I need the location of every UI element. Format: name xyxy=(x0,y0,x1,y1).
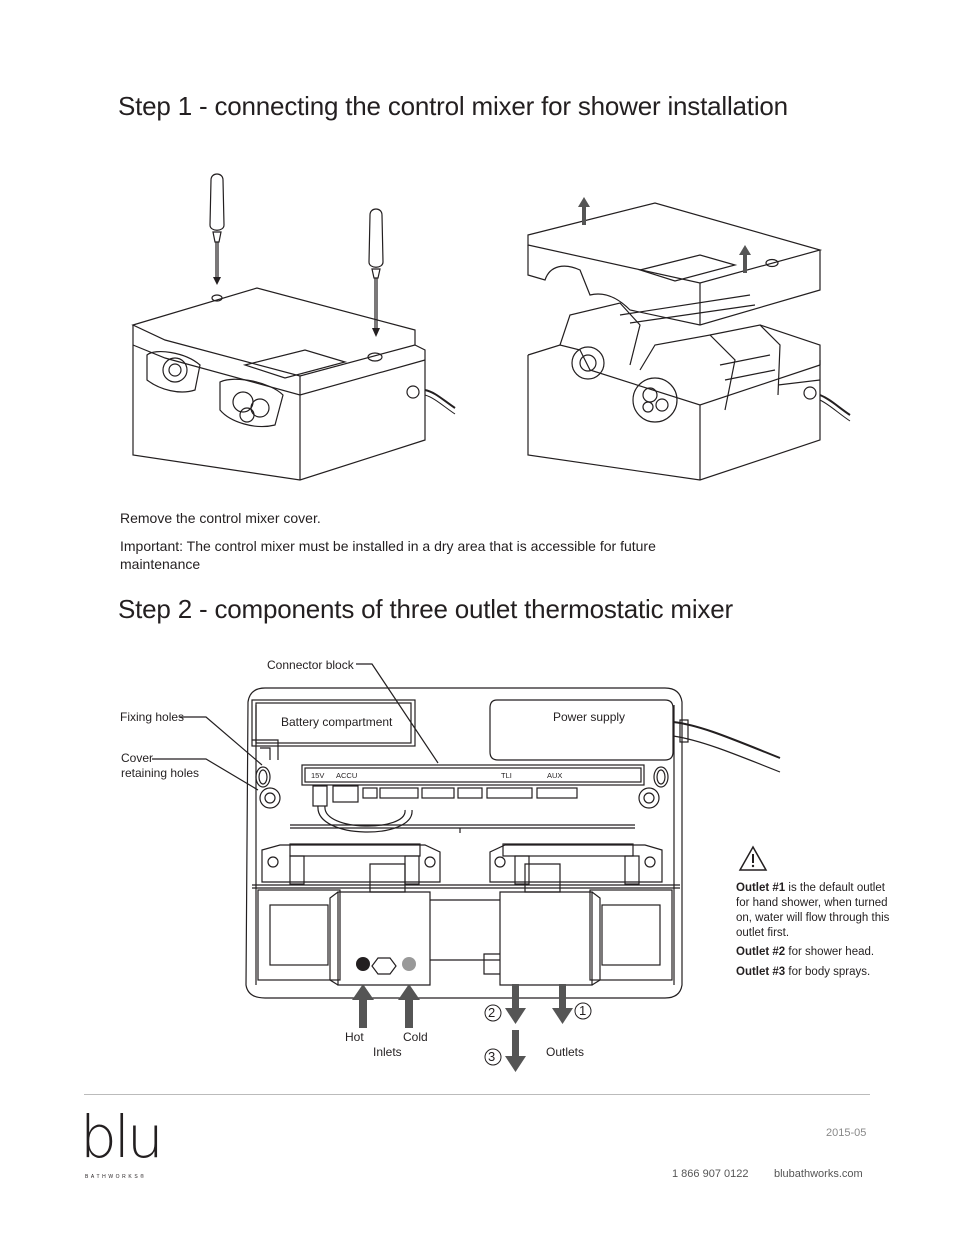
important-note: Important: The control mixer must be ins… xyxy=(120,538,656,572)
step2-title: Step 2 - components of three outlet ther… xyxy=(118,594,733,624)
outlet-1-text: is the default outlet for hand shower, w… xyxy=(736,882,890,939)
power-supply-label: Power supply xyxy=(553,710,626,724)
step1-title: Step 1 - connecting the control mixer fo… xyxy=(118,91,788,121)
outlet-1-number: 1 xyxy=(579,1003,587,1018)
outlet-1-note: Outlet #1 is the default outlet for hand… xyxy=(736,881,901,941)
outlet-3-text: for body sprays. xyxy=(785,966,871,978)
cover-holes-label-line1: Cover xyxy=(121,751,154,765)
outlet-2-note: Outlet #2 for shower head. xyxy=(736,945,901,960)
hot-inlet-label: Hot xyxy=(345,1030,364,1044)
cold-inlet-label: Cold xyxy=(403,1030,428,1044)
inlets-label: Inlets xyxy=(373,1045,402,1059)
battery-compartment-label: Battery compartment xyxy=(281,715,393,729)
connector-accu-label: ACCU xyxy=(336,771,358,780)
connector-15v-label: 15V xyxy=(311,771,325,780)
outlet-2-bold: Outlet #2 xyxy=(736,946,786,958)
outlet-3-note: Outlet #3 for body sprays. xyxy=(736,965,901,980)
outlet-2-text: for shower head. xyxy=(785,946,875,958)
closed-mixer-illustration xyxy=(131,173,456,481)
outlet-3-number: 3 xyxy=(488,1049,496,1064)
outlet-3-bold: Outlet #3 xyxy=(736,966,786,978)
outlet-1-bold: Outlet #1 xyxy=(736,882,786,894)
connector-aux-label: AUX xyxy=(547,771,563,780)
footer-divider xyxy=(84,1094,870,1095)
connector-block-label: Connector block xyxy=(267,658,354,672)
document-date: 2015-05 xyxy=(826,1127,867,1139)
website-link[interactable]: blubathworks.com xyxy=(774,1168,863,1180)
fixing-holes-label: Fixing holes xyxy=(120,710,185,724)
remove-cover-instruction: Remove the control mixer cover. xyxy=(120,510,321,526)
phone-number: 1 866 907 0122 xyxy=(672,1168,749,1180)
blu-logo-subtitle: BATHWORKS® xyxy=(85,1174,147,1180)
blu-logo: blu xyxy=(80,1103,164,1171)
outlet-2-number: 2 xyxy=(488,1005,496,1020)
open-mixer-illustration xyxy=(527,197,851,481)
outlets-label: Outlets xyxy=(546,1045,585,1059)
connector-tli-label: TLI xyxy=(501,771,512,780)
cover-holes-label-line2: retaining holes xyxy=(121,766,200,780)
